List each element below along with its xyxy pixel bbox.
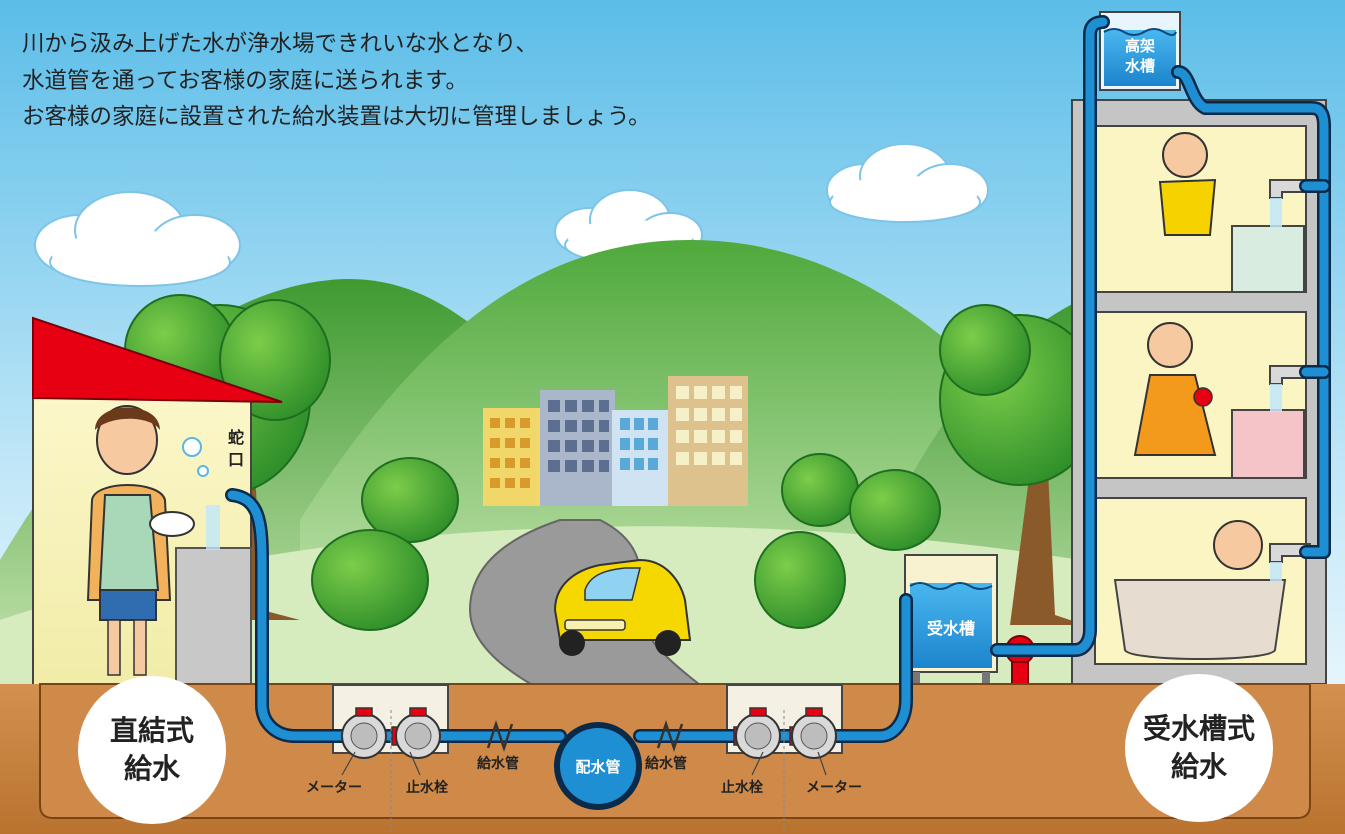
elevated-tank-label-2: 水槽 [1125, 57, 1155, 75]
woman-washing-dishes [86, 405, 209, 676]
receiving-water-tank [904, 554, 998, 686]
right-stopcock [733, 707, 781, 759]
city-buildings [483, 376, 748, 506]
check-valve-left [486, 720, 514, 752]
apartment-building [1071, 99, 1327, 685]
direct-system-label-1: 直結式 [110, 714, 194, 747]
intro-text: 川から汲み上げた水が浄水場できれいな水となり、 水道管を通ってお客様の家庭に送ら… [22, 26, 651, 136]
water-pipes [225, 15, 1331, 743]
house-roof [32, 316, 283, 403]
tank-system-label-1: 受水槽式 [1143, 712, 1255, 745]
faucet-label-2: 口 [228, 450, 244, 469]
elevated-tank-label-1: 高架 [1125, 37, 1155, 55]
faucet-label-1: 蛇 [228, 428, 244, 447]
direct-system-label-2: 給水 [124, 752, 181, 785]
distribution-main [560, 728, 636, 804]
right-meter [789, 707, 837, 759]
check-valve-right [656, 720, 684, 752]
meter-label-left: メーター [306, 780, 362, 796]
tank-system-badge [1125, 674, 1273, 822]
receiving-tank-label: 受水槽 [927, 619, 975, 638]
supply-pipe-label-left: 給水管 [477, 755, 519, 772]
bathtub [1113, 579, 1287, 660]
direct-system-badge [78, 676, 226, 824]
meter-label-right: メーター [806, 780, 862, 796]
intro-line-2: 水道管を通ってお客様の家庭に送られます。 [22, 67, 468, 94]
dashed-dividers [390, 710, 785, 834]
left-meter [341, 707, 387, 759]
stopcock-label-left: 止水栓 [406, 779, 448, 796]
stopcock-label-right: 止水栓 [721, 779, 763, 796]
distribution-main-label: 配水管 [575, 758, 620, 776]
supply-pipe-label-right: 給水管 [645, 755, 687, 772]
sink-counter [175, 547, 252, 686]
tank-system-label-2: 給水 [1171, 750, 1228, 783]
intro-line-1: 川から汲み上げた水が浄水場できれいな水となり、 [22, 31, 538, 57]
label-leader-lines [341, 751, 827, 776]
intro-line-3: お客様の家庭に設置された給水装置は大切に管理しましょう。 [22, 104, 651, 130]
elevated-water-tank [1099, 11, 1181, 91]
left-stopcock [391, 707, 441, 759]
yellow-car [553, 558, 692, 656]
